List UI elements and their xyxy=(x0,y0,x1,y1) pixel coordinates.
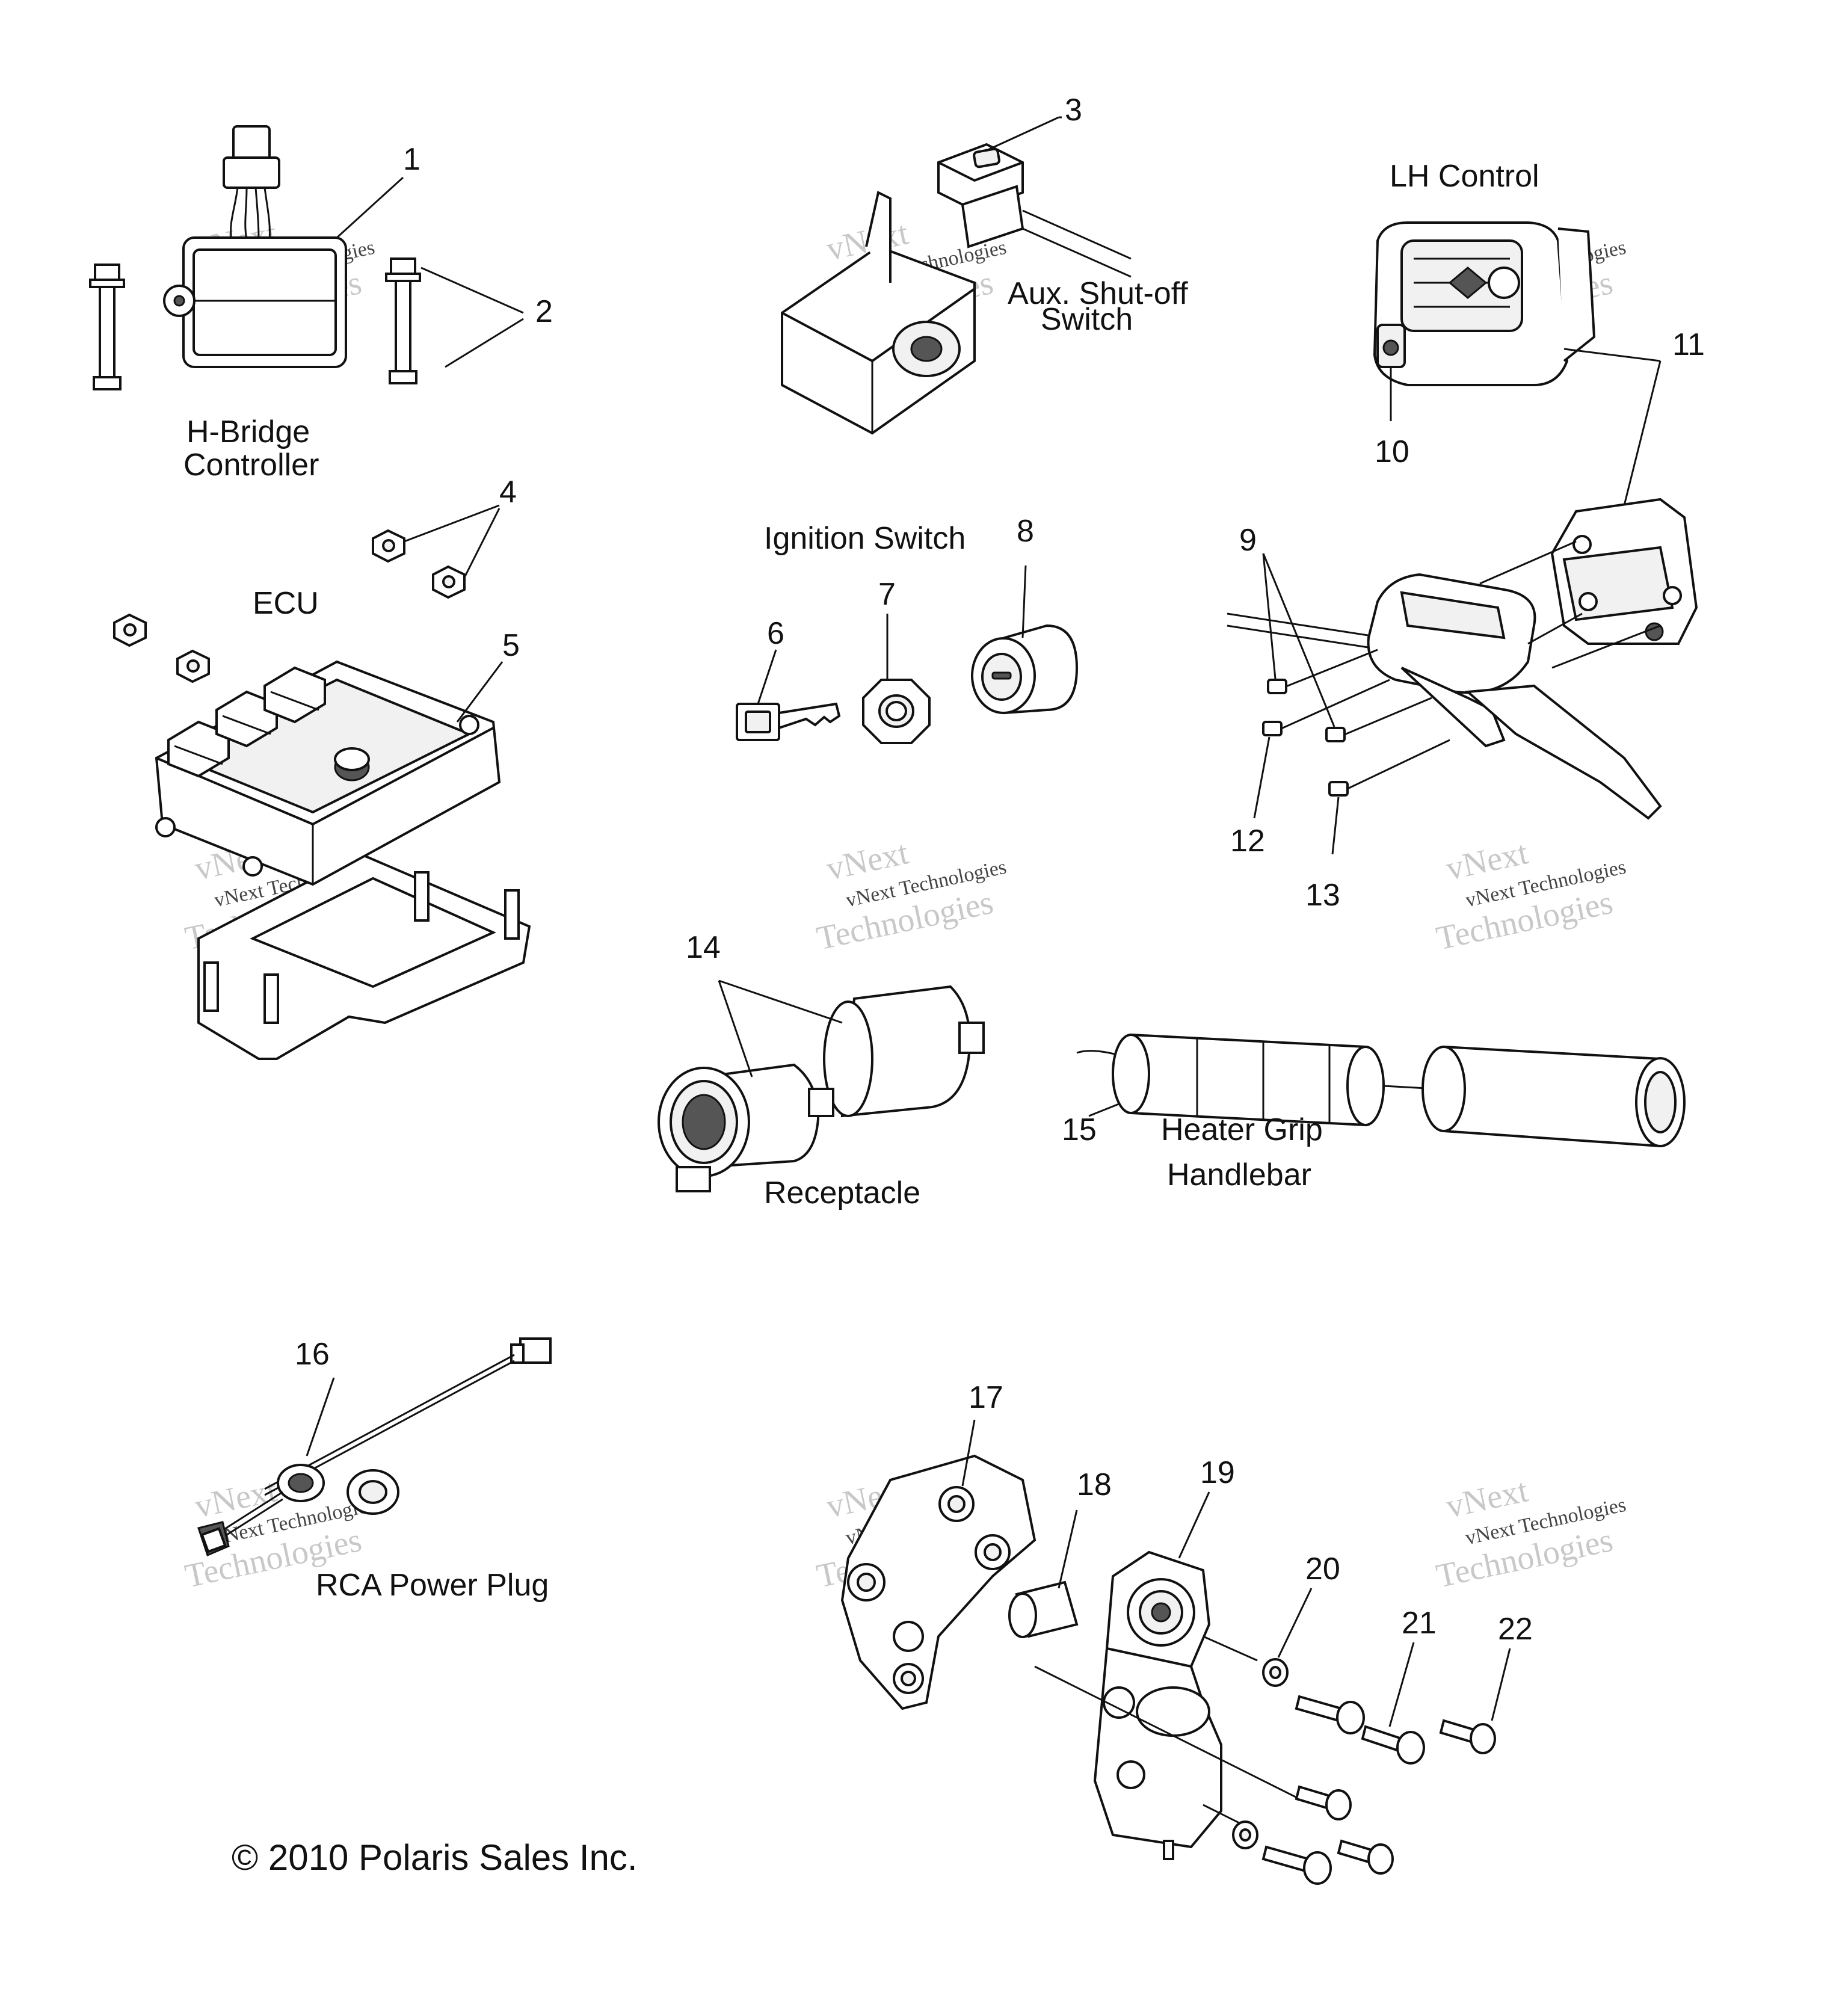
callout-1: 1 xyxy=(403,142,420,177)
rca-power-plug xyxy=(197,1337,552,1557)
label-receptacle: Receptacle xyxy=(764,1176,920,1210)
callout-12: 12 xyxy=(1230,824,1265,859)
callout-22: 22 xyxy=(1498,1612,1533,1647)
label-aux-line2: Switch xyxy=(1041,302,1133,337)
callout-13: 13 xyxy=(1305,878,1340,913)
heater-grip xyxy=(1076,1033,1686,1148)
label-ignition: Ignition Switch xyxy=(764,521,966,556)
label-aux-line1: Aux. Shut-off xyxy=(1008,276,1188,311)
callout-8: 8 xyxy=(1017,514,1034,549)
callout-19: 19 xyxy=(1200,1455,1235,1490)
lh-control-exploded xyxy=(1227,498,1698,855)
label-ecu: ECU xyxy=(253,586,319,621)
callout-21: 21 xyxy=(1402,1606,1437,1641)
callout-15: 15 xyxy=(1062,1112,1097,1147)
callout-17: 17 xyxy=(969,1380,1003,1415)
callout-10: 10 xyxy=(1375,434,1409,469)
callout-2: 2 xyxy=(535,294,553,329)
callout-14: 14 xyxy=(686,930,721,965)
label-heater-line1: Heater Grip xyxy=(1161,1112,1323,1147)
label-hbridge-line2: Controller xyxy=(183,448,319,482)
callout-6: 6 xyxy=(767,616,784,651)
callout-5: 5 xyxy=(502,628,520,663)
callout-4: 4 xyxy=(499,475,517,510)
receptacle xyxy=(658,979,985,1192)
ecu xyxy=(113,504,531,1060)
aux-shutoff-switch xyxy=(781,116,1132,435)
label-rca: RCA Power Plug xyxy=(316,1568,549,1603)
callout-20: 20 xyxy=(1305,1552,1340,1586)
label-lh-control: LH Control xyxy=(1390,159,1539,194)
label-heater-line2: Handlebar xyxy=(1167,1158,1311,1192)
callout-3: 3 xyxy=(1065,93,1082,128)
ignition-switch xyxy=(736,565,1079,744)
callout-7: 7 xyxy=(878,577,896,612)
label-hbridge-line1: H-Bridge xyxy=(186,415,310,449)
motor-assembly xyxy=(840,1419,1511,1885)
callout-11: 11 xyxy=(1672,327,1705,362)
callout-16: 16 xyxy=(295,1337,330,1372)
h-bridge-controller xyxy=(89,125,524,390)
callout-9: 9 xyxy=(1239,523,1257,558)
callout-18: 18 xyxy=(1077,1467,1112,1502)
copyright-text: © 2010 Polaris Sales Inc. xyxy=(232,1837,638,1878)
lh-control xyxy=(1373,221,1662,530)
